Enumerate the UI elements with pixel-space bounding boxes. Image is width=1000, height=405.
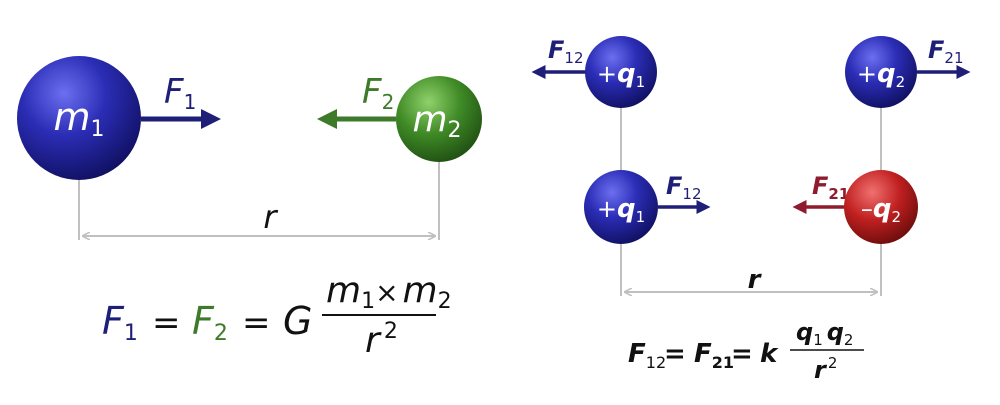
formula-eq2: = xyxy=(731,339,753,369)
formula-f12: F12 xyxy=(628,339,666,372)
mass1-label: m1 xyxy=(53,95,104,142)
formula-numerator: m1×m2 xyxy=(326,270,452,314)
top-left-charge-label: +q1 xyxy=(597,59,645,91)
bottom-right-force-label: F21 xyxy=(812,172,849,203)
bottom-left-charge-label: +q1 xyxy=(597,194,645,226)
top-right-charge-sphere xyxy=(845,36,917,108)
coulomb-distance-label: r xyxy=(748,265,763,295)
formula-f2: F2 xyxy=(192,299,228,346)
top-right-force-label: F21 xyxy=(928,36,964,67)
formula-const-g: G xyxy=(283,299,312,343)
formula-f21: F21 xyxy=(694,339,734,372)
mass1-sphere xyxy=(17,56,141,180)
bottom-right-charge-label: –q2 xyxy=(861,194,901,226)
gravity-distance-label: r xyxy=(263,198,278,236)
force2-label: F2 xyxy=(362,72,394,114)
top-left-force-label: F12 xyxy=(548,36,584,67)
formula-eq2: = xyxy=(242,303,271,343)
formula-eq1: = xyxy=(664,339,686,369)
bottom-right-charge-sphere xyxy=(844,170,918,244)
mass2-label: m2 xyxy=(412,99,461,143)
formula-f1: F1 xyxy=(102,299,138,346)
bottom-left-charge-sphere xyxy=(584,170,658,244)
formula-eq1: = xyxy=(152,303,181,343)
force1-label: F1 xyxy=(164,72,196,114)
top-right-charge-label: +q2 xyxy=(857,59,905,91)
coulomb-section: r F12 +q1 +q2 F21 +q1 F12 F21 xyxy=(531,36,971,384)
formula-const-k: k xyxy=(760,339,779,369)
bottom-left-force-label: F12 xyxy=(666,172,702,203)
mass2-sphere xyxy=(396,76,482,162)
top-left-charge-sphere xyxy=(585,36,657,108)
gravity-section: r m1 F1 m2 F2 F1 = F2 = xyxy=(17,56,482,361)
